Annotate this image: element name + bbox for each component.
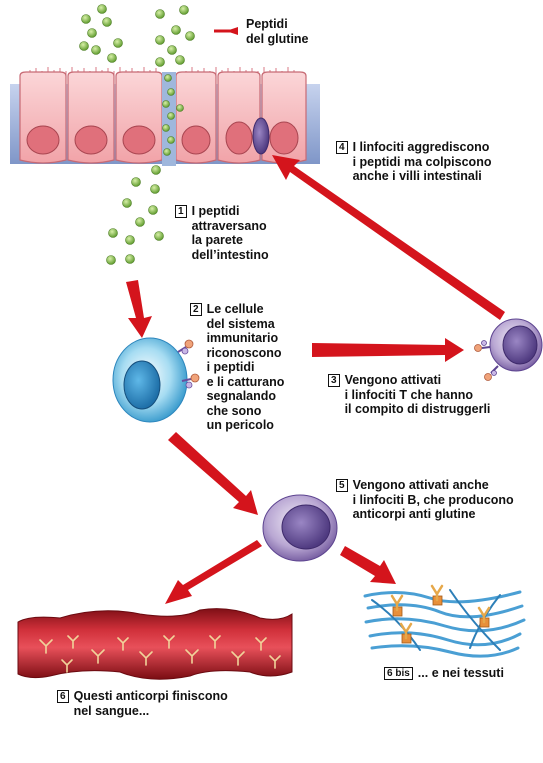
- label-step-6bis: 6 bis ... e nei tessuti: [384, 666, 504, 681]
- label-step-3: 3 Vengono attivati i linfociti T che hann…: [328, 373, 490, 417]
- step-3-text: Vengono attivati i linfociti T che hanno…: [344, 373, 491, 416]
- receptor-peptide-icon: [181, 373, 200, 389]
- arrow-to-peptides: [214, 27, 238, 35]
- label-peptides: Peptidi del glutine: [246, 17, 309, 46]
- antibodies-in-tissue: [390, 584, 491, 644]
- epithelial-nuclei: [26, 121, 299, 155]
- blood-vessel: [17, 608, 293, 680]
- label-step-1: 1 I peptidi attraversano la parete dell’i…: [175, 204, 269, 262]
- step-6bis-number: 6 bis: [384, 667, 413, 680]
- gluten-peptides: [79, 4, 195, 265]
- intraepithelial-lymphocyte: [252, 117, 270, 155]
- label-step-6: 6 Questi anticorpi finiscono nel sangue..…: [57, 689, 228, 718]
- step-6-text: Questi anticorpi finiscono nel sangue...: [73, 689, 228, 718]
- arrow-step-5-to-6bis: [340, 546, 396, 584]
- step-3-number: 3: [328, 374, 340, 387]
- arrow-step-2-to-3: [312, 338, 464, 362]
- b-lymphocyte: [262, 494, 338, 562]
- antigen-presenting-cell: [112, 337, 200, 423]
- step-2-text: Le cellule del sistema immunitario ricon…: [206, 302, 285, 432]
- arrow-step-2-to-5: [168, 432, 258, 515]
- intestinal-wall: [10, 67, 320, 166]
- label-step-4: 4 I linfociti aggrediscono i peptidi ma c…: [336, 140, 491, 184]
- step-1-text: I peptidi attraversano la parete dell’in…: [191, 204, 269, 262]
- arrow-step-5-to-6: [165, 540, 262, 604]
- step-5-number: 5: [336, 479, 348, 492]
- label-peptides-text: Peptidi del glutine: [246, 17, 309, 46]
- step-2-number: 2: [190, 303, 202, 316]
- arrow-step-1: [126, 280, 152, 338]
- label-step-2: 2 Le cellule del sistema immunitario rico…: [190, 302, 284, 433]
- t-lymphocyte: [474, 318, 543, 381]
- receptor-peptide-icon: [177, 339, 194, 355]
- arrows: [126, 27, 505, 604]
- step-4-text: I linfociti aggrediscono i peptidi ma co…: [352, 140, 492, 183]
- receptor-peptide-icon: [474, 340, 491, 352]
- step-4-number: 4: [336, 141, 348, 154]
- antibodies-in-blood: [39, 635, 281, 673]
- step-5-text: Vengono attivati anche i linfociti B, ch…: [352, 478, 514, 521]
- step-1-number: 1: [175, 205, 187, 218]
- receptor-peptide-icon: [484, 365, 499, 381]
- tissue-fibers: [363, 589, 526, 658]
- label-step-5: 5 Vengono attivati anche i linfociti B, c…: [336, 478, 514, 522]
- arrow-step-3-to-4: [272, 155, 505, 320]
- step-6bis-text: ... e nei tessuti: [417, 666, 504, 680]
- step-6-number: 6: [57, 690, 69, 703]
